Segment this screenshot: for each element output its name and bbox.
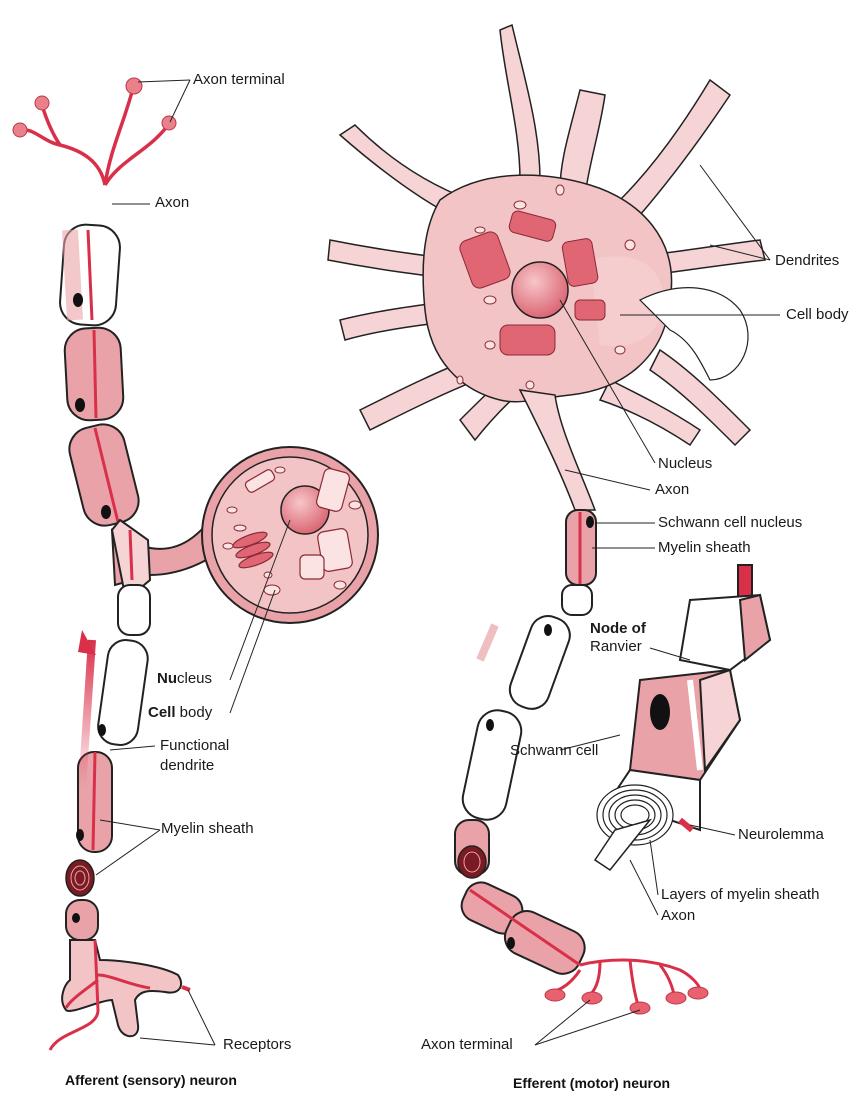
label-axon-right: Axon	[655, 481, 689, 499]
label-axon-terminal-right: Axon terminal	[421, 1036, 513, 1054]
left-terminal-bulbs	[13, 78, 176, 137]
label-schwann-cell: Schwann cell	[510, 742, 598, 760]
motor-schwann-nucleus-3	[486, 719, 494, 731]
label-functional-dendrite-2: dendrite	[160, 757, 214, 775]
left-receptor-body	[62, 940, 181, 1036]
left-lower-axon	[93, 752, 95, 850]
label-axon-left: Axon	[155, 194, 189, 212]
label-cell-body-left: Cell body	[148, 704, 212, 722]
label-neurolemma: Neurolemma	[738, 826, 824, 844]
caption-afferent: Afferent (sensory) neuron	[65, 1072, 237, 1088]
left-myelin-bottom	[66, 900, 98, 940]
caption-efferent: Efferent (motor) neuron	[513, 1075, 670, 1091]
motor-nucleus	[512, 262, 568, 318]
left-schwann-nucleus-mid	[98, 724, 106, 736]
label-receptors: Receptors	[223, 1036, 291, 1054]
left-junction-axon	[130, 530, 132, 580]
label-nucleus-left: Nucleus	[157, 670, 212, 688]
label-nucleus-left-rest: cleus	[177, 670, 212, 687]
label-nucleus-left-bold: Nu	[157, 670, 177, 687]
afferent-neuron	[13, 78, 378, 1050]
left-myelin-cross-section	[66, 860, 94, 896]
motor-myelin-white-segments	[459, 585, 592, 823]
label-cell-body-left-bold: Cell	[148, 704, 176, 721]
label-myelin-sheath-left: Myelin sheath	[161, 820, 254, 838]
left-myelin-segments-upper	[59, 223, 144, 530]
motor-terminal-bulbs	[545, 987, 708, 1014]
motor-schwann-nucleus-2	[544, 624, 552, 636]
label-myelin-sheath-right: Myelin sheath	[658, 539, 751, 557]
left-schwann-nucleus-bottom	[72, 913, 80, 923]
motor-schwann-nucleus-1	[586, 516, 594, 528]
left-cell-body	[112, 447, 378, 623]
left-receptor-tip	[182, 987, 190, 990]
label-cell-body-right: Cell body	[786, 306, 849, 324]
label-layers-of-myelin-sheath: Layers of myelin sheath	[661, 886, 819, 904]
label-schwann-cell-nucleus: Schwann cell nucleus	[658, 514, 802, 532]
label-dendrites: Dendrites	[775, 252, 839, 270]
left-schwann-nucleus-low	[76, 829, 84, 841]
label-nucleus-right: Nucleus	[658, 455, 712, 473]
label-functional-dendrite-1: Functional	[160, 737, 229, 755]
label-cell-body-left-rest: body	[176, 704, 213, 721]
label-node-of: Node of	[590, 620, 646, 638]
label-axon-terminal-left: Axon terminal	[193, 71, 285, 89]
motor-schwann-nucleus-4	[507, 937, 515, 949]
motor-lower-segments	[456, 877, 590, 980]
motor-axon-smear	[480, 625, 495, 660]
axon-hillock	[520, 390, 595, 510]
label-axon-inset: Axon	[661, 907, 695, 925]
motor-myelin-cross-section	[455, 820, 489, 878]
label-ranvier: Ranvier	[590, 638, 642, 656]
